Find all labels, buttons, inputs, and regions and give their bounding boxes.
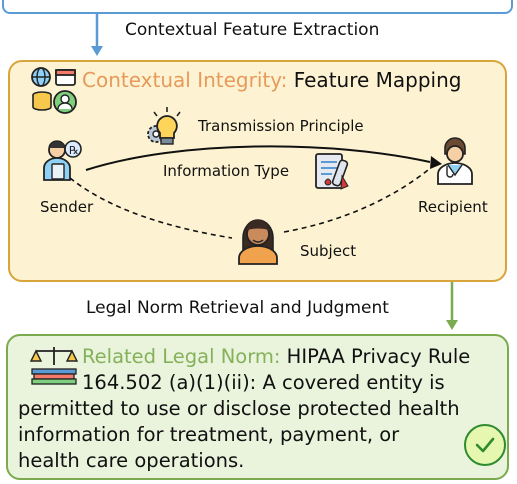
lightbulb-gear-icon [147,107,181,145]
sender-label: Sender [40,198,94,216]
retrieval-step-label: Legal Norm Retrieval and Judgment [86,298,389,318]
recipient-label: Recipient [418,198,488,216]
check-circle-icon [464,424,506,466]
legal-norm-panel [6,334,509,480]
ci-title-rest: Feature Mapping [287,68,462,92]
legal-norm-text: Related Legal Norm: HIPAA Privacy Rule 1… [18,344,498,474]
norm-body-line3: information for treatment, payment, or [18,423,400,446]
subject-label: Subject [300,242,357,260]
norm-title-rest: HIPAA Privacy Rule [280,345,471,368]
ci-panel-title: Contextual Integrity: Feature Mapping [82,68,461,92]
svg-text:℞: ℞ [69,144,79,157]
ci-title-accent: Contextual Integrity: [82,68,288,92]
extraction-step-label: Contextual Feature Extraction [125,20,380,40]
norm-body-line2: permitted to use or disclose protected h… [18,397,460,420]
network-database-user-icon [31,67,77,114]
norm-title-line: Related Legal Norm: HIPAA Privacy Rule [18,344,498,370]
doctor-icon [437,137,473,185]
woman-avatar-icon [238,219,278,265]
scales-books-icon [29,347,79,385]
information-type-label: Information Type [163,162,290,180]
norm-body-line4: health care operations. [18,449,245,472]
norm-title-accent: Related Legal Norm: [82,345,281,368]
pharmacist-doctor-icon: ℞ [43,140,82,181]
transmission-principle-label: Transmission Principle [198,117,364,135]
medical-record-blood-icon [315,153,349,190]
top-box [2,0,513,14]
norm-citation: 164.502 (a)(1)(ii): A covered entity is [82,371,445,394]
